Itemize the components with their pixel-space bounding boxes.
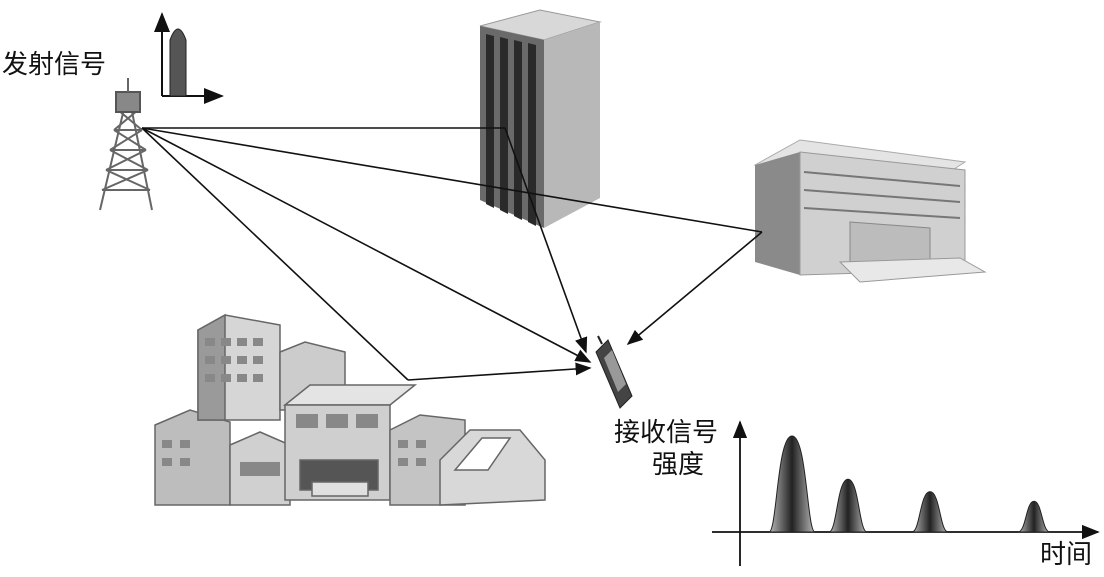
receive-strength-label-2: 强度 [652, 450, 705, 480]
receive-strength-label-1: 接收信号 [614, 418, 719, 448]
mobile-phone-icon [595, 335, 633, 409]
path-skyscraper-to-phone [504, 127, 588, 354]
office-building-icon [753, 139, 987, 283]
pulse-1 [768, 435, 816, 533]
transmit-signal-plot [154, 12, 224, 104]
path-direct-to-phone [141, 127, 592, 363]
received-signal-plot [712, 420, 1100, 566]
time-axis-label: 时间 [1040, 540, 1093, 570]
received-pulses [768, 435, 1051, 533]
pulse-2 [828, 478, 868, 533]
path-office-to-phone [626, 231, 763, 346]
path-to-office [141, 127, 763, 233]
path-city-to-phone [407, 362, 592, 381]
skyscraper-icon [479, 9, 602, 228]
signal-paths [141, 127, 763, 381]
transmit-signal-label: 发射信号 [2, 50, 107, 80]
pulse-4 [1017, 500, 1051, 533]
pulse-3 [911, 491, 949, 533]
city-buildings-icon [154, 313, 546, 506]
path-to-city [141, 127, 409, 381]
radio-tower-icon [99, 78, 153, 211]
